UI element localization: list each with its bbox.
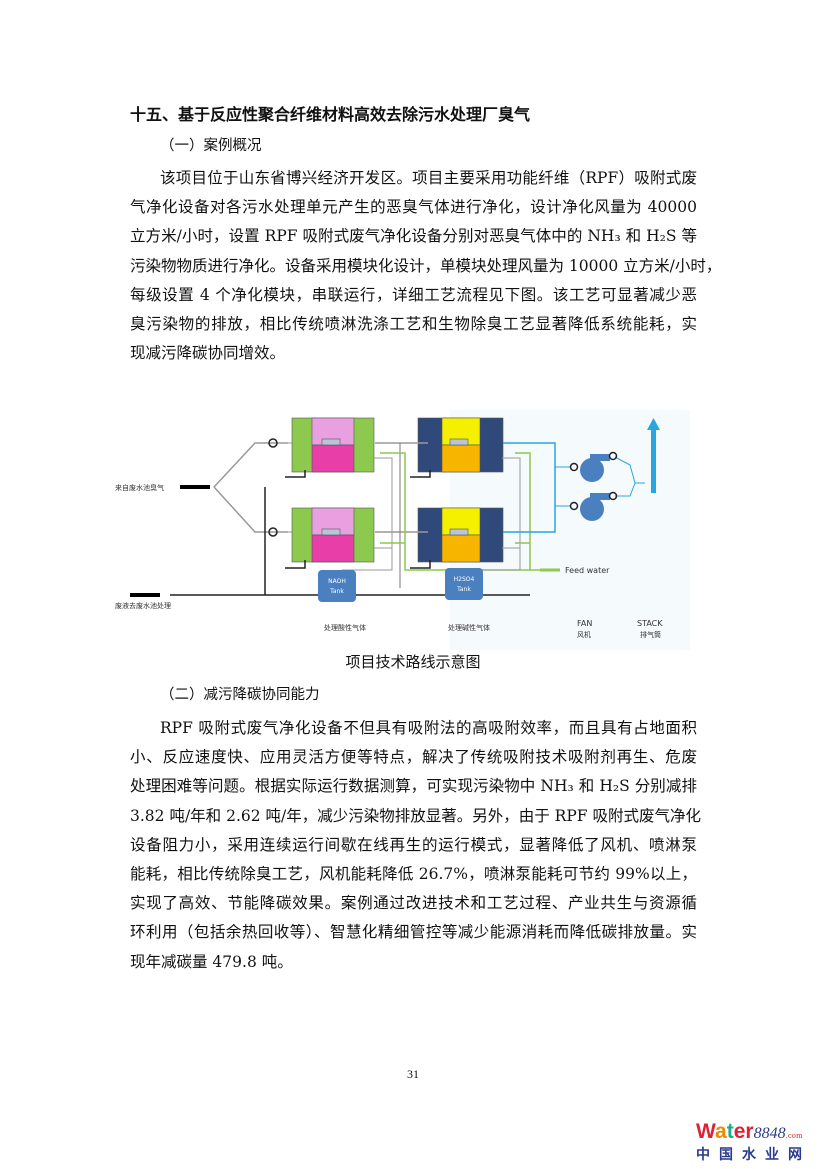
tank-label: Tank	[456, 586, 471, 593]
text-line: 3.82 吨/年和 2.62 吨/年，减少污染物排放显著。另外，由于 RPF 吸…	[130, 806, 701, 825]
stack-label: STACK	[637, 619, 663, 628]
feed-water-label: Feed water	[565, 566, 610, 575]
text-line: 实现了高效、节能降碳效果。案例通过改进技术和工艺过程、产业共生与资源循	[130, 894, 697, 913]
text-line: 立方米/小时，设置 RPF 吸附式废气净化设备分别对恶臭气体中的 NH₃ 和 H…	[130, 227, 697, 246]
text-line: 气净化设备对各污水处理单元产生的恶臭气体进行净化，设计净化风量为 40000	[130, 198, 697, 217]
text-line: RPF 吸附式废气净化设备不但具有吸附法的高吸附效率，而且具有占地面积	[160, 719, 697, 737]
page-number: 31	[407, 1067, 419, 1081]
tank-label: NAOH	[328, 578, 346, 585]
tank-label: Tank	[329, 588, 344, 595]
text-line: 环利用（包括余热回收等）、智慧化精细管控等减少能源消耗而降低碳排放量。实	[130, 923, 697, 942]
alkali-gas-label: 处理碱性气体	[448, 623, 490, 632]
figure-caption: 项目技术路线示意图	[345, 653, 481, 671]
stack-icon	[651, 428, 656, 493]
text-line: 该项目位于山东省博兴经济开发区。项目主要采用功能纤维（RPF）吸附式废	[160, 169, 697, 187]
section-title: 十五、基于反应性聚合纤维材料高效去除污水处理厂臭气	[130, 105, 531, 124]
logo-com: .com	[785, 1132, 803, 1140]
valve-icon	[268, 438, 278, 537]
acid-gas-label: 处理酸性气体	[324, 623, 366, 632]
naoh-tank	[318, 570, 356, 602]
text-line: 小、反应速度快、应用灵活方便等特点，解决了传统吸附技术吸附剂再生、危废	[130, 748, 697, 767]
fan-label: FAN	[577, 619, 592, 628]
outlet-label: 废液去废水池处理	[115, 601, 171, 610]
text-line: 污染物物质进行净化。设备采用模块化设计，单模块处理风量为 10000 立方米/小…	[130, 256, 722, 275]
stack-label-cn: 排气筒	[640, 630, 661, 639]
text-line: 臭污染物的排放，相比传统喷淋洗涤工艺和生物除臭工艺显著降低系统能耗，实	[130, 315, 697, 333]
fan-icon	[580, 454, 610, 521]
text-line: 现年减碳量 479.8 吨。	[130, 952, 293, 971]
text-line: 能耗，相比传统除臭工艺，风机能耗降低 26.7%，喷淋泵能耗可节约 99%以上，	[130, 865, 697, 883]
logo-number: 8848	[753, 1125, 786, 1142]
watermark-logo: Water8848.com 中国水业网	[696, 1120, 824, 1164]
logo-brand: Water	[696, 1120, 754, 1143]
tank-label: H2SO4	[454, 576, 475, 583]
inlet-label: 来自废水池臭气	[115, 483, 164, 492]
text-line: 处理困难等问题。根据实际运行数据测算，可实现污染物中 NH₃ 和 H₂S 分别减…	[130, 777, 697, 796]
text-line: 设备阻力小，采用连续运行间歇在线再生的运行模式，显著降低了风机、喷淋泵	[130, 835, 697, 854]
logo-cn: 中国水业网	[696, 1147, 811, 1163]
text-line: 现减污降碳协同增效。	[130, 344, 286, 363]
h2so4-tank	[445, 568, 483, 600]
process-flow-diagram: NAOH Tank H2SO4 Tank 来自废水池臭气 废液去废水池处理 Fe…	[115, 410, 690, 650]
fan-label-cn: 风机	[577, 630, 591, 639]
subsection-heading-2: （二）减污降碳协同能力	[160, 687, 320, 703]
subsection-heading-1: （一）案例概况	[160, 138, 262, 154]
text-line: 每级设置 4 个净化模块，串联运行，详细工艺流程见下图。该工艺可显著减少恶	[130, 285, 697, 304]
